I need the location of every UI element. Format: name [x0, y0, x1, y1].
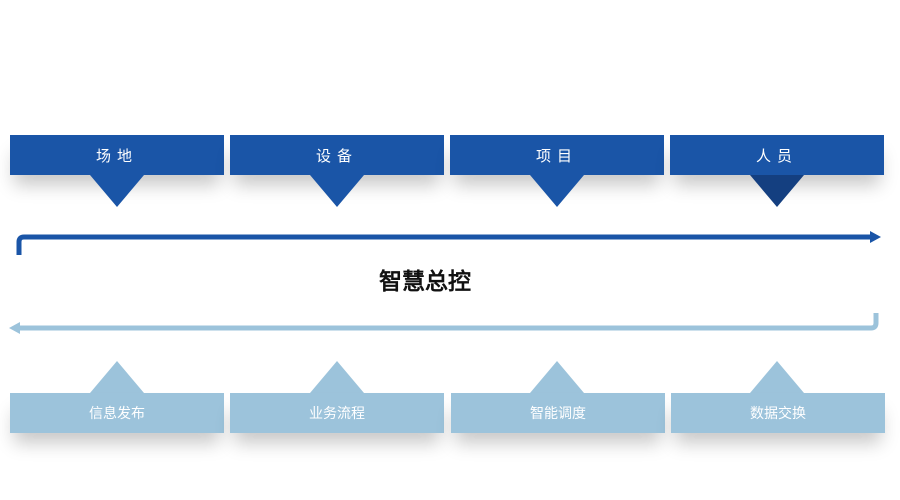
bottom-box-smart-dispatch: 智能调度 [451, 393, 665, 433]
down-arrow [310, 175, 364, 207]
up-arrow [310, 361, 364, 393]
top-box-label: 场地 [95, 146, 138, 165]
top-box-project: 项目 [450, 135, 664, 175]
top-box-label: 设备 [315, 146, 358, 165]
up-arrow [530, 361, 584, 393]
bottom-box-info-publish: 信息发布 [10, 393, 224, 433]
top-box-equipment: 设备 [230, 135, 444, 175]
bottom-box-business-process: 业务流程 [230, 393, 444, 433]
top-box-site: 场地 [10, 135, 224, 175]
bottom-flow-line [20, 313, 879, 331]
top-box-personnel: 人员 [670, 135, 884, 175]
bottom-box-label: 数据交换 [750, 406, 806, 422]
down-arrow [530, 175, 584, 207]
bottom-box-label: 业务流程 [309, 406, 365, 422]
up-arrow [90, 361, 144, 393]
top-box-label: 人员 [755, 146, 798, 165]
down-arrow [90, 175, 144, 207]
left-arrowhead [9, 322, 20, 334]
bottom-box-label: 智能调度 [530, 406, 586, 422]
down-arrow [750, 175, 804, 207]
center-label: 智慧总控 [379, 269, 471, 295]
up-arrow [750, 361, 804, 393]
bottom-box-data-exchange: 数据交换 [671, 393, 885, 433]
bottom-box-label: 信息发布 [89, 406, 145, 422]
top-flow-line [16, 234, 870, 255]
right-arrowhead [870, 231, 881, 243]
top-box-label: 项目 [535, 146, 578, 165]
